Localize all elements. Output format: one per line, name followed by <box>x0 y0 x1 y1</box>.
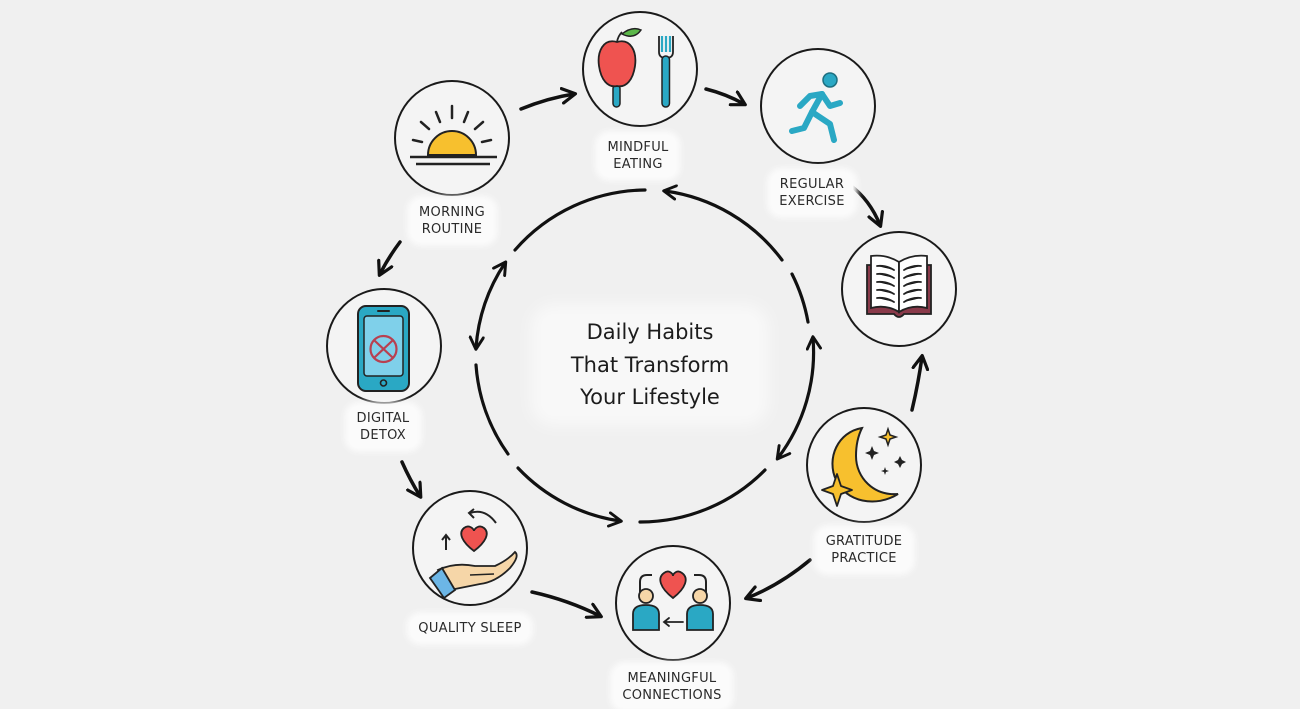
title-line-1: Daily Habits <box>586 320 714 344</box>
node-reading <box>841 231 957 347</box>
ring-arc-left-lower <box>474 363 510 456</box>
label-gratitude-practice: GRATITUDE PRACTICE <box>817 529 911 571</box>
phone-blocked-icon <box>357 305 410 392</box>
node-digital-detox <box>326 288 442 404</box>
node-regular-exercise <box>760 48 876 164</box>
apple-fork-icon <box>597 27 674 108</box>
ring-arc-bottom-left <box>516 466 620 521</box>
outer-arrows <box>380 89 922 616</box>
running-person-icon <box>789 72 843 143</box>
arrow-morning-to-eating <box>519 94 574 111</box>
ring-arc-right-upper <box>790 272 810 324</box>
ring-arc-top-left <box>513 188 647 252</box>
arrow-detox-to-sleep <box>400 460 420 496</box>
node-morning-routine <box>394 80 510 196</box>
arrow-routine-to-detox <box>380 240 402 274</box>
arrow-eating-to-exercise <box>704 87 744 104</box>
arrow-sleep-to-connections <box>530 590 600 616</box>
diagram-title: Daily Habits That Transform Your Lifesty… <box>540 314 760 416</box>
arrow-exercise-to-reading <box>848 183 880 225</box>
label-meaningful-connections: MEANINGFUL CONNECTIONS <box>614 666 730 708</box>
label-digital-detox: DIGITAL DETOX <box>348 406 418 448</box>
hand-heart-icon <box>428 508 518 600</box>
label-quality-sleep: QUALITY SLEEP <box>410 616 530 641</box>
node-gratitude-practice <box>806 407 922 523</box>
sunrise-icon <box>410 104 497 166</box>
moon-stars-icon <box>821 426 906 507</box>
arrow-gratitude-to-connections <box>747 558 812 598</box>
label-mindful-eating: MINDFUL EATING <box>599 135 677 177</box>
title-line-3: Your Lifestyle <box>580 385 720 409</box>
ring-arc-left-double <box>476 263 505 348</box>
ring-arc-bottom-right <box>638 468 767 524</box>
ring-arc-right-double <box>778 338 814 458</box>
open-book-icon <box>866 254 932 318</box>
two-people-heart-icon <box>632 570 714 631</box>
node-mindful-eating <box>582 11 698 127</box>
label-morning-routine: MORNING ROUTINE <box>411 200 493 242</box>
label-regular-exercise: REGULAR EXERCISE <box>771 172 853 214</box>
ring-arc-top-right <box>665 191 784 262</box>
title-line-2: That Transform <box>570 352 730 377</box>
node-meaningful-connections <box>615 545 731 661</box>
node-quality-sleep <box>412 490 528 606</box>
central-cycle-ring <box>476 190 814 522</box>
arrow-gratitude-to-reading <box>910 357 922 412</box>
